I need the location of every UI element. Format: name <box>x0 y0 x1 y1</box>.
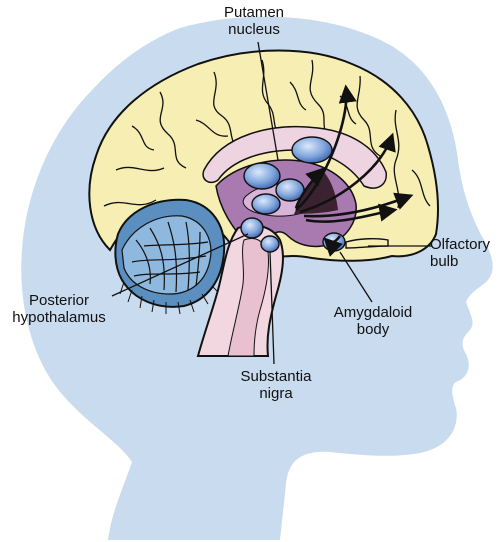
substantia-nigra-nucleus <box>260 235 280 253</box>
leader-lines <box>111 41 432 365</box>
label-amygdaloid-line1: Amygdaloid <box>333 304 413 321</box>
putamen-nucleus <box>291 136 333 164</box>
label-amygdaloid-line2: body <box>356 321 390 338</box>
label-posterior-line2: hypothalamus <box>12 309 106 326</box>
label-substantia-line2: nigra <box>259 385 293 402</box>
pathway-arrows <box>294 84 414 257</box>
leader-putamen <box>257 41 279 161</box>
leader-substantia <box>269 251 275 365</box>
posterior-hypothalamus-nucleus <box>240 217 264 239</box>
gyri-lines <box>103 59 431 209</box>
leader-posterior <box>111 233 249 297</box>
corpus-callosum <box>202 125 387 189</box>
label-putamen-line1: Putamen <box>223 4 285 21</box>
label-substantia-nigra: Substantia nigra <box>228 368 324 402</box>
leader-amygdaloid <box>339 251 373 303</box>
label-olfactory-line1: Olfactory <box>430 236 491 253</box>
projection-fan <box>294 170 338 214</box>
label-substantia-line1: Substantia <box>240 368 312 385</box>
cerebellum <box>114 198 226 315</box>
label-amygdaloid-body: Amygdaloid body <box>318 304 428 338</box>
label-putamen-line2: nucleus <box>228 21 280 38</box>
label-posterior-hypothalamus: Posterior hypothalamus <box>0 292 118 326</box>
label-olfactory-bulb: Olfactory bulb <box>430 236 490 270</box>
label-putamen-nucleus: Putamen nucleus <box>214 4 294 38</box>
label-olfactory-line2: bulb <box>430 253 459 270</box>
label-posterior-line1: Posterior <box>28 292 90 309</box>
